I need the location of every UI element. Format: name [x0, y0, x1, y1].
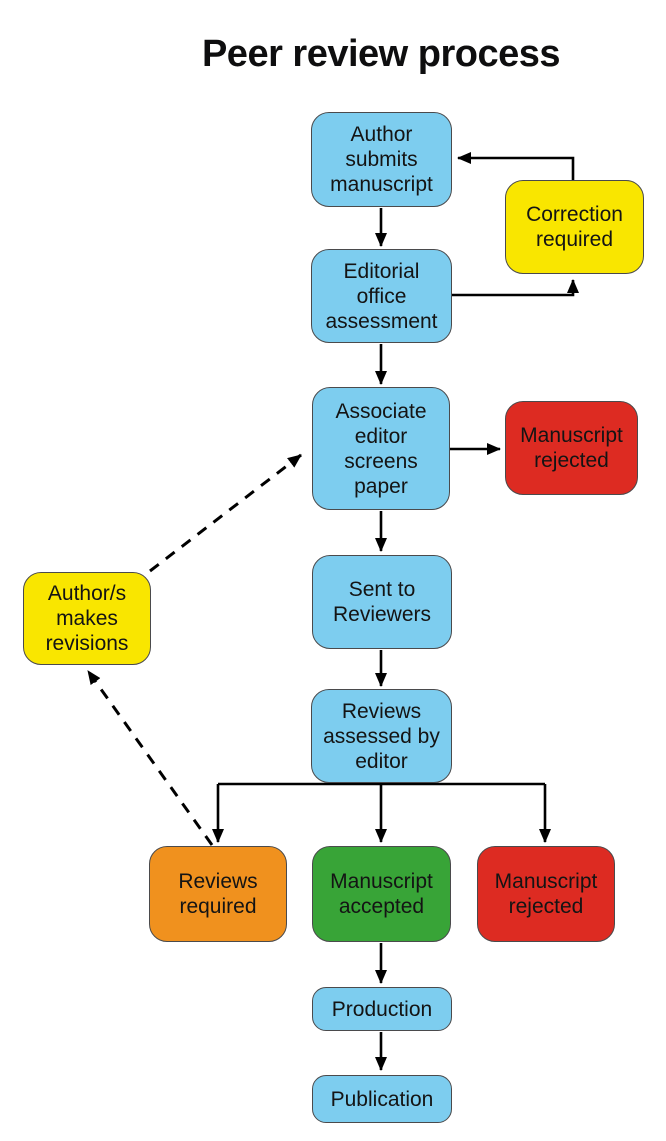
node-reviews-required: Reviews required — [149, 846, 287, 942]
node-manuscript-rejected-top: Manuscript rejected — [505, 401, 638, 495]
node-correction-required: Correction required — [505, 180, 644, 274]
arrow-editorial-office-to-correction-required — [452, 279, 579, 297]
node-reviews-assessed-by-editor: Reviews assessed by editor — [311, 689, 452, 783]
node-author-submits-manuscript: Author submits manuscript — [311, 112, 452, 207]
node-sent-to-reviewers: Sent to Reviewers — [312, 555, 452, 649]
arrow-correction-required-to-author-submits — [457, 152, 575, 180]
dashed-arrow-reviews-required-to-authors-revisions — [86, 670, 214, 846]
node-editorial-office-assessment: Editorial office assessment — [311, 249, 452, 343]
dashed-arrow-authors-revisions-to-associate-editor — [149, 453, 302, 573]
node-authors-makes-revisions: Author/s makes revisions — [23, 572, 151, 665]
page-title: Peer review process — [201, 33, 561, 75]
node-manuscript-rejected-bottom: Manuscript rejected — [477, 846, 615, 942]
node-production: Production — [312, 987, 452, 1031]
node-associate-editor-screens-paper: Associate editor screens paper — [312, 387, 450, 510]
node-publication: Publication — [312, 1075, 452, 1123]
node-manuscript-accepted: Manuscript accepted — [312, 846, 451, 942]
